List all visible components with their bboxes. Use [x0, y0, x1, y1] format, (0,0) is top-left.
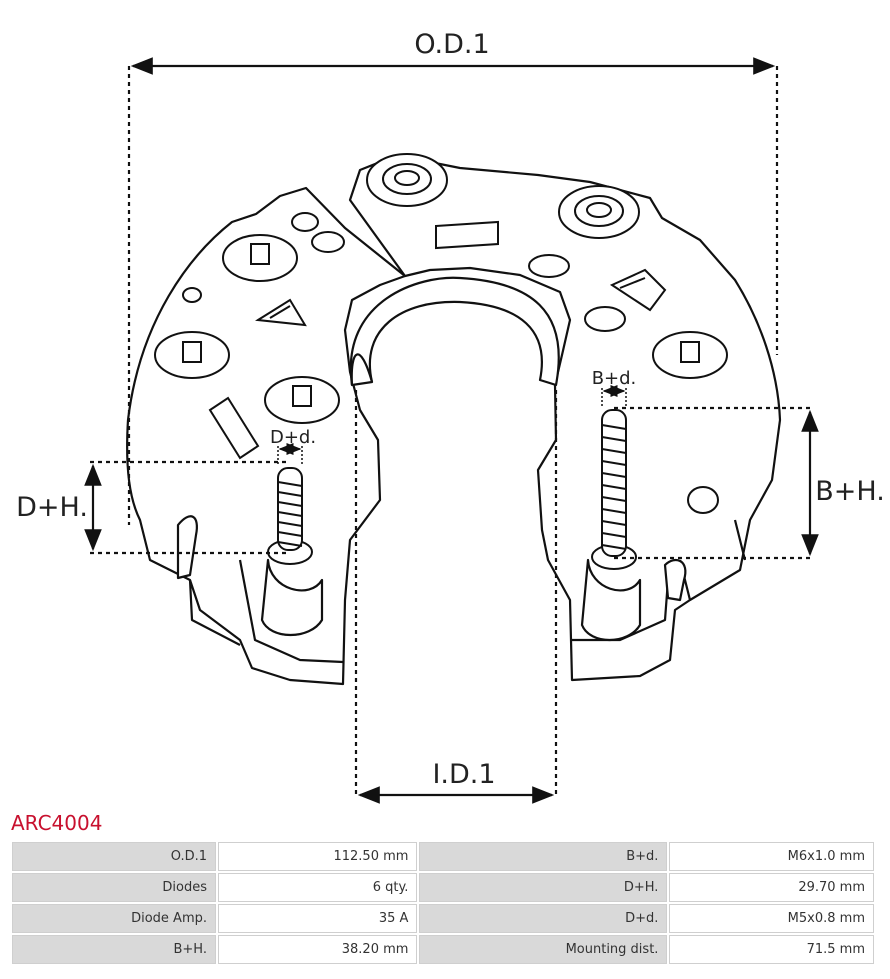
- rectifier-technical-drawing: O.D.1 I.D.1 D+H. B+H. D+d. B+d.: [16, 29, 885, 804]
- spec-label: Mounting dist.: [419, 935, 668, 964]
- spec-label: B+H.: [12, 935, 216, 964]
- spec-value: 6 qty.: [218, 873, 418, 902]
- spec-value: M6x1.0 mm: [669, 842, 874, 871]
- bd-label: B+d.: [592, 368, 637, 389]
- spec-value: 112.50 mm: [218, 842, 418, 871]
- diode-details: [154, 153, 728, 514]
- spec-label: B+d.: [419, 842, 668, 871]
- spec-label: O.D.1: [12, 842, 216, 871]
- spec-value: 71.5 mm: [669, 935, 874, 964]
- part-code: ARC4004: [11, 811, 103, 835]
- dd-label: D+d.: [270, 427, 316, 448]
- spec-value: M5x0.8 mm: [669, 904, 874, 933]
- id1-label: I.D.1: [432, 759, 495, 790]
- spec-value: 38.20 mm: [218, 935, 418, 964]
- od1-label: O.D.1: [414, 29, 489, 60]
- spec-label: Diodes: [12, 873, 216, 902]
- rectifier-body: [126, 158, 782, 686]
- spec-value: 35 A: [218, 904, 418, 933]
- spec-label: D+d.: [419, 904, 668, 933]
- dimension-lines: [84, 57, 819, 804]
- spec-label: D+H.: [419, 873, 668, 902]
- spec-label: Diode Amp.: [12, 904, 216, 933]
- bh-label: B+H.: [815, 476, 885, 507]
- dh-label: D+H.: [16, 492, 88, 523]
- spec-value: 29.70 mm: [669, 873, 874, 902]
